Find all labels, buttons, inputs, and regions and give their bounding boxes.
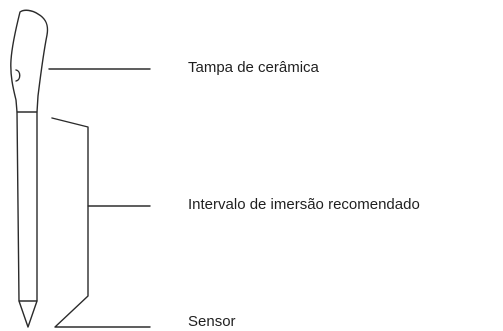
cap-bump-icon xyxy=(15,69,21,82)
probe-outline xyxy=(10,9,49,328)
immersion-range-bracket xyxy=(51,117,151,328)
immersion-range-label: Intervalo de imersão recomendado xyxy=(188,196,420,213)
ceramic-cap-label: Tampa de cerâmica xyxy=(188,59,319,76)
sensor-label: Sensor xyxy=(188,313,236,330)
